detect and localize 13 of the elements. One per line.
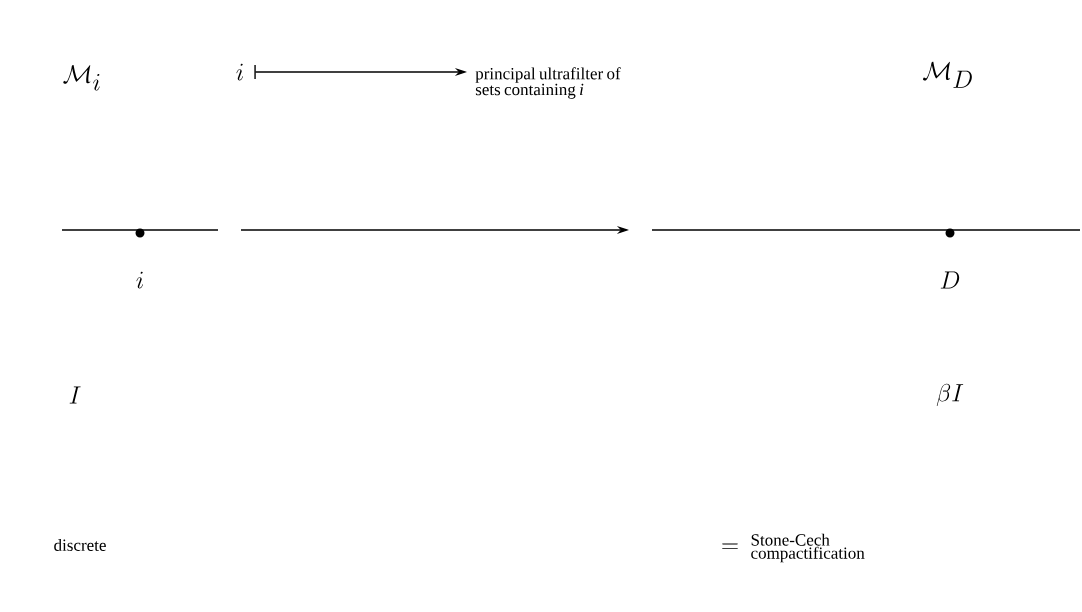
math-symbol: $\mathcal{M}_i$	[63, 65, 100, 91]
point-label: $D$	[940, 271, 960, 289]
math-symbol: $\mathcal{M}_D$	[923, 61, 972, 88]
math-symbol: $i$	[236, 63, 243, 81]
math-symbol: $I$	[69, 386, 81, 404]
caption-text: Stone-Cech compactification	[751, 533, 865, 563]
line-with-point	[61, 228, 219, 238]
point-label: $i$	[136, 271, 143, 289]
node-text: principal ultrafilter of sets containing i	[475, 67, 621, 99]
line-with-point	[651, 228, 1081, 238]
caption-text: discrete	[54, 539, 106, 551]
math-symbol: $\beta I$	[936, 383, 964, 407]
equals-sign: $=$	[722, 543, 738, 549]
